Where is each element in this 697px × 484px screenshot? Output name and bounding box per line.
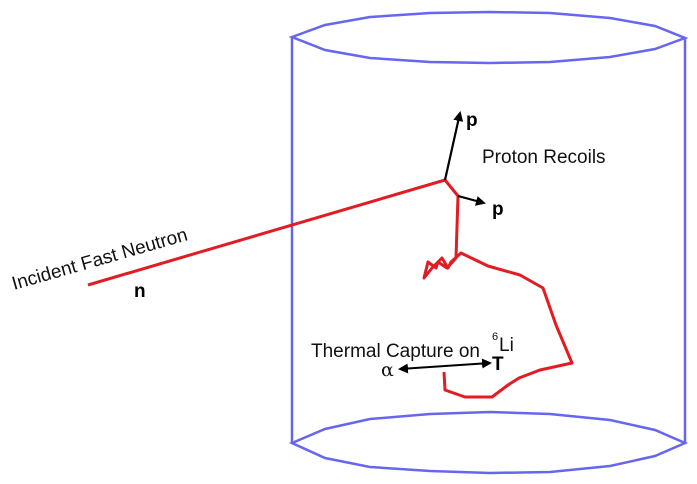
- detector-cylinder: [288, 10, 689, 475]
- thermal-capture-label: Thermal Capture on 6 Li: [311, 331, 514, 362]
- incident-neutron-path: [87, 178, 446, 287]
- proton-symbol-up: p: [466, 110, 478, 131]
- cylinder-bottom-ellipse: [288, 410, 689, 475]
- thermal-capture-text: Thermal Capture on: [311, 341, 480, 362]
- proton-arrow-right: [457, 194, 486, 206]
- proton-arrow-up: [443, 111, 464, 181]
- neutron-symbol: n: [134, 281, 146, 302]
- alpha-triton-arrow: [398, 358, 492, 374]
- proton-recoils-label: Proton Recoils: [482, 147, 606, 168]
- isotope-mass-number: 6: [492, 331, 498, 343]
- neutron-track: [87, 178, 574, 399]
- cylinder-top-ellipse: [288, 10, 689, 65]
- isotope-element: Li: [499, 335, 514, 356]
- alpha-symbol: α: [381, 359, 394, 381]
- proton-symbol-right: p: [492, 199, 504, 220]
- incident-neutron-label: Incident Fast Neutron: [10, 225, 190, 295]
- neutron-scatter-path: [422, 179, 574, 399]
- triton-symbol: T: [492, 354, 504, 375]
- proton-recoil-arrows: [443, 111, 486, 206]
